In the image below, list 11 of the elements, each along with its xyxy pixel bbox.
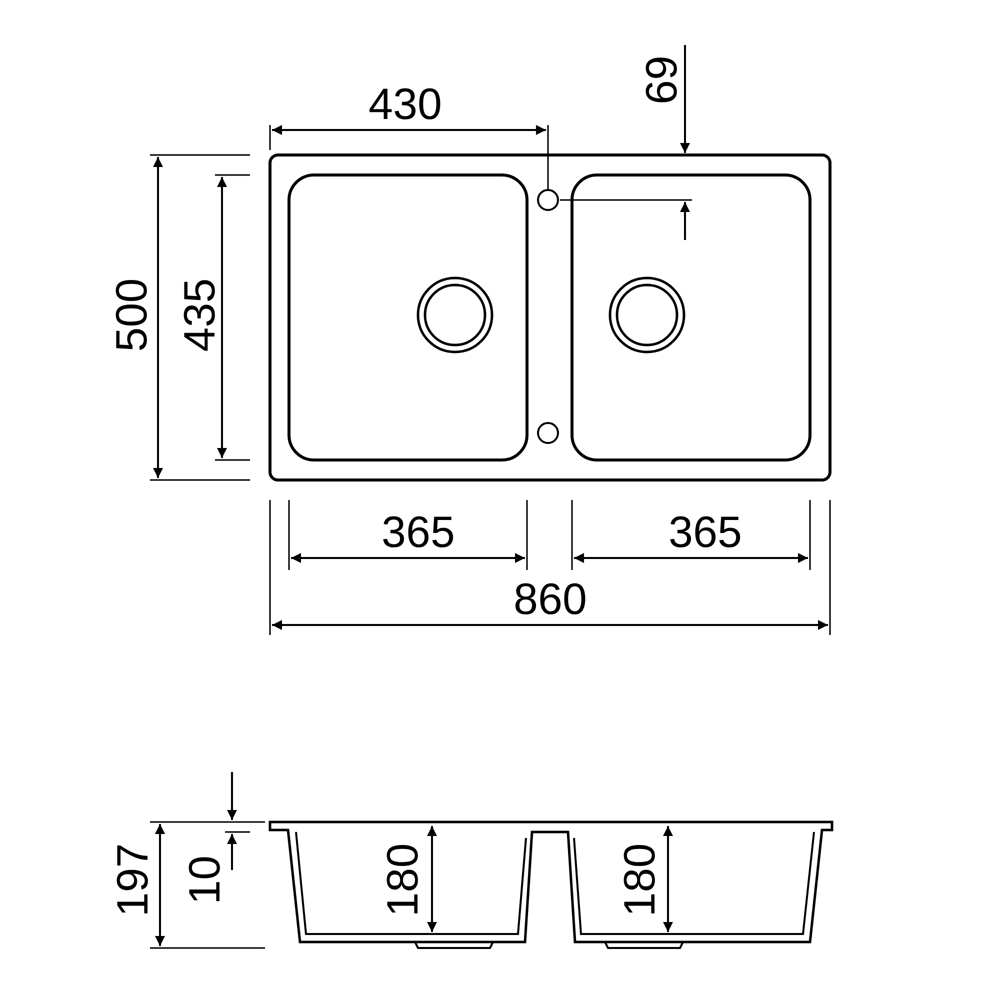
dimension-label: 180 [381, 843, 426, 917]
dimension-label: 435 [178, 278, 222, 352]
dimension-label: 10 [182, 856, 227, 904]
dimension-label: 430 [368, 83, 442, 127]
dimension-label: 500 [110, 278, 154, 352]
dimension-label: 69 [640, 56, 684, 104]
dimension-label: 197 [111, 843, 156, 917]
dimension-label: 180 [618, 843, 662, 917]
dimension-label: 860 [514, 578, 587, 622]
dimension-label: 365 [668, 511, 742, 555]
dimension-label: 365 [382, 511, 455, 555]
